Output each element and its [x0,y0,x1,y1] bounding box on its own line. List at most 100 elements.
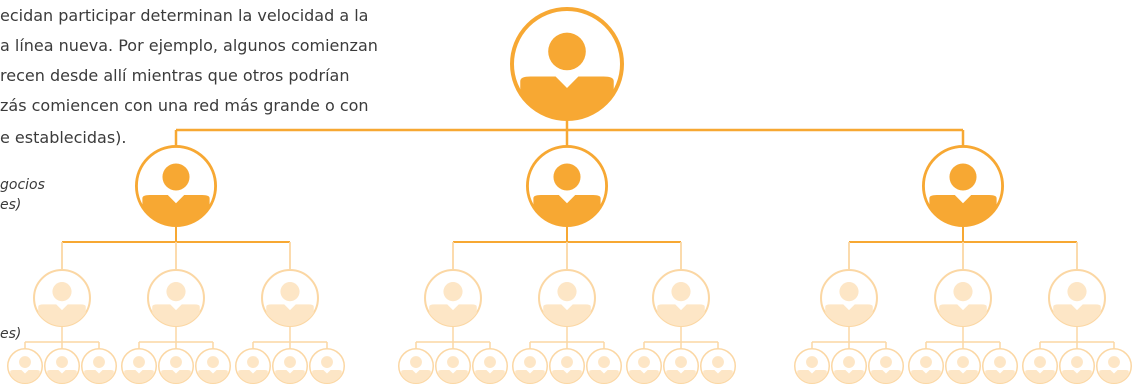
avatar-body [475,369,505,383]
avatar-head [843,356,855,368]
avatar-head [52,282,72,302]
avatar-body [797,369,827,383]
avatar-body [401,369,431,383]
paragraph-line-4: zás comiencen con una red más grande o c… [0,96,369,115]
avatar-head [524,356,536,368]
level-3-avatar-icon [398,348,434,384]
avatar-body [657,304,705,326]
level-2-avatar-icon [32,269,92,328]
avatar-body [152,304,200,326]
avatar-head [712,356,724,368]
avatar-head [953,282,973,302]
avatar-body [520,76,614,120]
paragraph-line-1: ecidan participar determinan la velocida… [0,6,369,25]
level-3-avatar-icon [121,348,157,384]
avatar-body [1062,369,1092,383]
root-avatar-icon [509,6,624,122]
avatar-head [484,356,496,368]
avatar-body [84,369,114,383]
avatar-body [703,369,733,383]
avatar-body [429,304,477,326]
avatar-body [238,369,268,383]
avatar-head [548,32,586,71]
avatar-body [47,369,77,383]
avatar-head [93,356,105,368]
level-3-avatar-icon [586,348,622,384]
level-2-avatar-icon [261,269,320,328]
avatar-head [247,356,259,368]
avatar-head [166,282,186,302]
avatar-body [543,304,591,326]
avatar-body [825,304,873,326]
level-2-avatar-icon [146,269,206,328]
level-3-avatar-icon [195,348,231,384]
avatar-head [284,356,296,368]
avatar-head [957,356,969,368]
level-1-avatar-icon [134,144,217,227]
level-3-avatar-icon [512,348,548,384]
avatar-head [133,356,145,368]
level-3-avatar-icon [831,348,867,384]
avatar-head [561,356,573,368]
level-2-avatar-icon [538,269,597,328]
avatar-body [312,369,342,383]
avatar-body [911,369,941,383]
avatar-body [629,369,659,383]
level-3-avatar-icon [7,348,43,384]
avatar-body [515,369,545,383]
avatar-head [443,282,463,302]
avatar-body [871,369,901,383]
avatar-body [275,369,305,383]
avatar-body [266,304,314,326]
level-3-avatar-icon [81,348,117,384]
level-3-avatar-icon [908,348,944,384]
level-1-label-line-1: gocios [0,177,45,193]
level-3-avatar-icon [868,348,904,384]
level-3-avatar-icon [1022,348,1058,384]
level-3-avatar-icon [158,348,194,384]
level-2-label: es) [0,326,22,342]
level-3-avatar-icon [472,348,508,384]
avatar-body [533,195,601,226]
avatar-body [552,369,582,383]
level-3-avatar-icon [700,348,736,384]
avatar-head [1108,356,1120,368]
avatar-head [170,356,182,368]
avatar-body [1025,369,1055,383]
level-2-avatar-icon [424,269,483,328]
avatar-head [949,163,977,191]
avatar-body [589,369,619,383]
avatar-head [598,356,610,368]
avatar-head [557,282,577,302]
paragraph-line-3: recen desde allí mientras que otros podr… [0,66,350,85]
avatar-body [985,369,1015,383]
level-3-avatar-icon [309,348,345,384]
avatar-head [806,356,818,368]
avatar-head [280,282,300,302]
paragraph-line-5: e establecidas). [0,128,127,147]
avatar-body [834,369,864,383]
avatar-body [948,369,978,383]
avatar-head [19,356,31,368]
avatar-body [10,369,40,383]
level-2-avatar-icon [934,269,993,328]
avatar-body [1099,369,1129,383]
avatar-body [666,369,696,383]
avatar-head [162,163,190,191]
level-2-avatar-icon [652,269,711,328]
avatar-head [1071,356,1083,368]
avatar-head [920,356,932,368]
level-3-avatar-icon [44,348,80,384]
avatar-body [142,195,210,226]
avatar-body [939,304,987,326]
level-1-label-line-2: es) [0,197,22,213]
level-3-avatar-icon [235,348,271,384]
avatar-head [207,356,219,368]
level-3-avatar-icon [549,348,585,384]
level-1-avatar-icon [525,144,608,227]
avatar-head [880,356,892,368]
avatar-head [994,356,1006,368]
avatar-head [675,356,687,368]
paragraph-line-2: a línea nueva. Por ejemplo, algunos comi… [0,36,378,55]
